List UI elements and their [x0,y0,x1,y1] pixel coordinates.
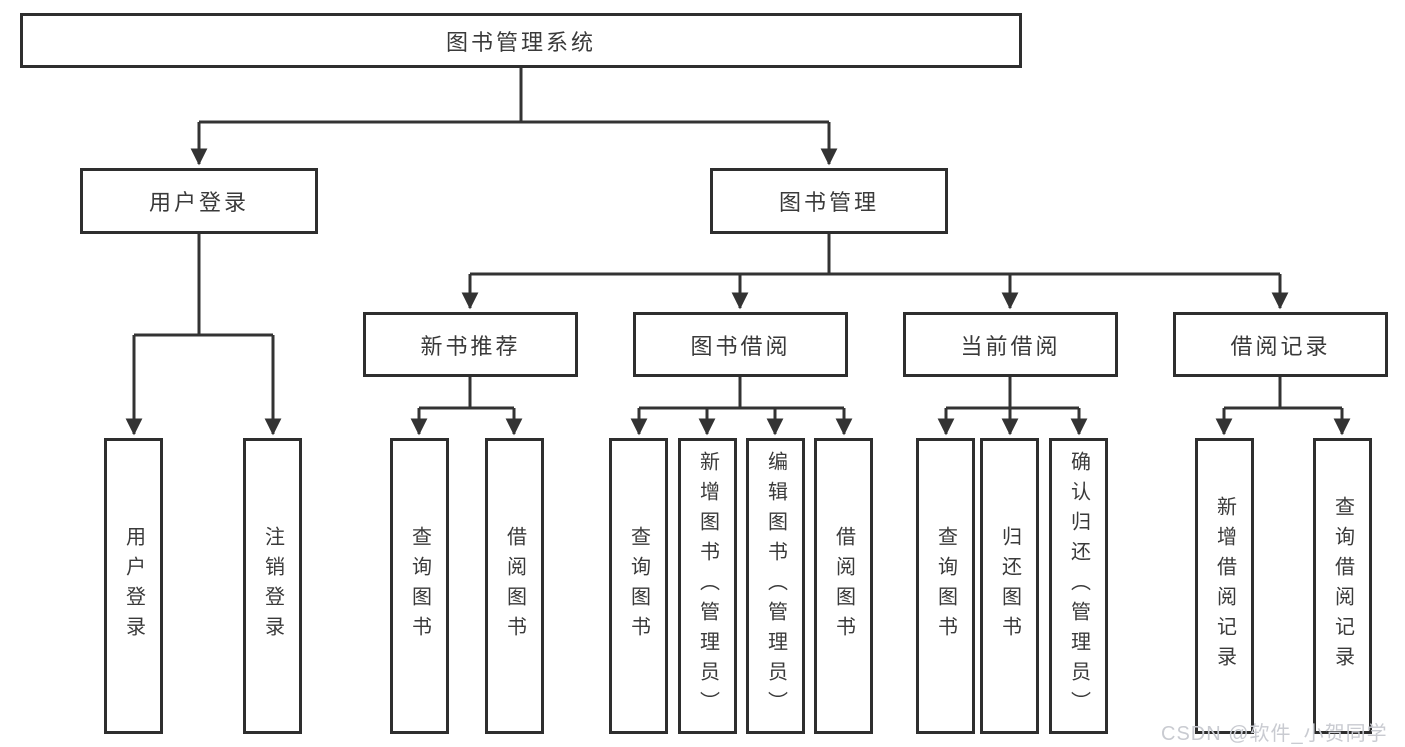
node-user-login: 用户登录 [80,168,318,234]
node-borrowing-records-label: 借阅记录 [1230,333,1331,359]
node-current-borrowing: 当前借阅 [903,312,1118,377]
leaf-logout: 注销登录 [243,438,302,734]
leaf-logout-label: 注销登录 [261,526,284,646]
node-book-borrowing-label: 图书借阅 [690,333,791,359]
leaf-confirm-return-admin-label: 确认归还（管理员） [1067,451,1090,721]
node-root: 图书管理系统 [20,13,1022,68]
leaf-query-books-borrowing-label: 查询图书 [627,526,650,646]
leaf-query-borrow-record: 查询借阅记录 [1313,438,1372,734]
node-new-book-recommendation-label: 新书推荐 [420,333,521,359]
leaf-query-books-current: 查询图书 [916,438,975,734]
leaf-borrow-books-label: 借阅图书 [832,526,855,646]
leaf-user-login-label: 用户登录 [122,526,145,646]
leaf-borrow-books-recommend: 借阅图书 [485,438,544,734]
leaf-borrow-books-recommend-label: 借阅图书 [503,526,526,646]
leaf-edit-books-admin-label: 编辑图书（管理员） [764,451,787,721]
leaf-borrow-books: 借阅图书 [814,438,873,734]
leaf-add-books-admin: 新增图书（管理员） [678,438,737,734]
leaf-query-books-recommend: 查询图书 [390,438,449,734]
leaf-user-login: 用户登录 [104,438,163,734]
node-new-book-recommendation: 新书推荐 [363,312,578,377]
node-user-login-label: 用户登录 [148,190,249,215]
leaf-return-books: 归还图书 [980,438,1039,734]
leaf-add-borrow-record-label: 新增借阅记录 [1213,496,1236,676]
leaf-confirm-return-admin: 确认归还（管理员） [1049,438,1108,734]
leaf-add-books-admin-label: 新增图书（管理员） [696,451,719,721]
leaf-edit-books-admin: 编辑图书（管理员） [746,438,805,734]
node-book-borrowing: 图书借阅 [633,312,848,377]
node-book-management: 图书管理 [710,168,948,234]
leaf-return-books-label: 归还图书 [998,526,1021,646]
leaf-query-borrow-record-label: 查询借阅记录 [1331,496,1354,676]
node-book-management-label: 图书管理 [778,190,879,215]
watermark: CSDN @软件_小贺同学 [1161,723,1388,745]
leaf-query-books-borrowing: 查询图书 [609,438,668,734]
node-current-borrowing-label: 当前借阅 [960,333,1061,359]
node-borrowing-records: 借阅记录 [1173,312,1388,377]
leaf-query-books-recommend-label: 查询图书 [408,526,431,646]
leaf-query-books-current-label: 查询图书 [934,526,957,646]
node-root-label: 图书管理系统 [445,29,596,55]
leaf-add-borrow-record: 新增借阅记录 [1195,438,1254,734]
